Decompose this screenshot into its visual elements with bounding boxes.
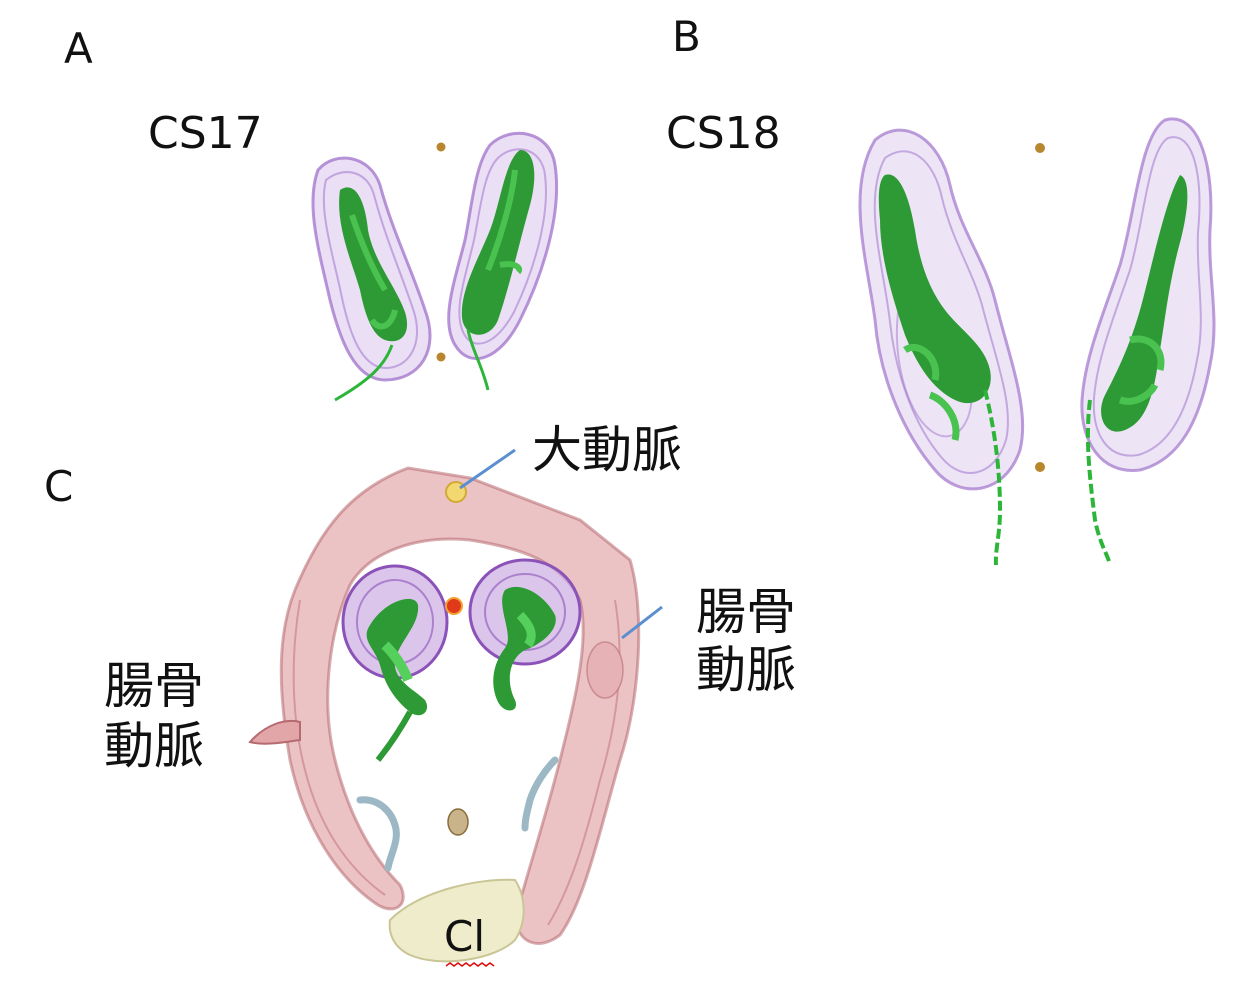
panel-c-right-duct: [493, 586, 556, 711]
central-structure: [447, 808, 469, 836]
center-red-marker: [445, 597, 463, 615]
stage-label-cs17: CS17: [148, 108, 263, 159]
spellcheck-underline: [445, 962, 495, 967]
stage-label-cs18: CS18: [666, 108, 781, 159]
panel-label-a: A: [64, 24, 93, 73]
aorta-leader-line: [459, 448, 516, 490]
panel-b-right-duct: [1085, 175, 1188, 566]
panel-a-reconstruction: [311, 131, 559, 402]
iliac-right-label-line2: 動脈: [696, 641, 796, 699]
panel-a-left-duct: [334, 187, 408, 402]
panel-a-bottom-marker: [436, 352, 446, 362]
cloaca-structure: [388, 878, 525, 963]
panel-c-reconstruction: [248, 448, 663, 967]
iliac-right-label-line1: 腸骨: [696, 583, 796, 641]
panel-label-b: B: [672, 12, 701, 61]
panel-b-top-marker: [1035, 143, 1045, 153]
panel-c-left-duct: [366, 598, 428, 762]
right-blue-vessel: [521, 756, 559, 832]
left-blue-vessel: [356, 796, 400, 872]
iliac-left-label-line1: 腸骨: [104, 657, 204, 715]
panel-a-top-marker: [436, 142, 446, 152]
aorta-label: 大動脈: [532, 421, 682, 479]
iliac-left-label-line2: 動脈: [104, 717, 204, 775]
cloaca-label: Cl: [444, 912, 485, 961]
panel-b-reconstruction: [858, 117, 1216, 566]
panel-b-bottom-marker: [1035, 462, 1045, 472]
iliac-artery-arch: [248, 466, 641, 945]
panel-a-right-duct: [461, 150, 535, 391]
iliac-right-leader-line: [621, 605, 663, 640]
panel-label-c: C: [44, 462, 74, 511]
panel-b-left-duct: [878, 174, 1003, 566]
